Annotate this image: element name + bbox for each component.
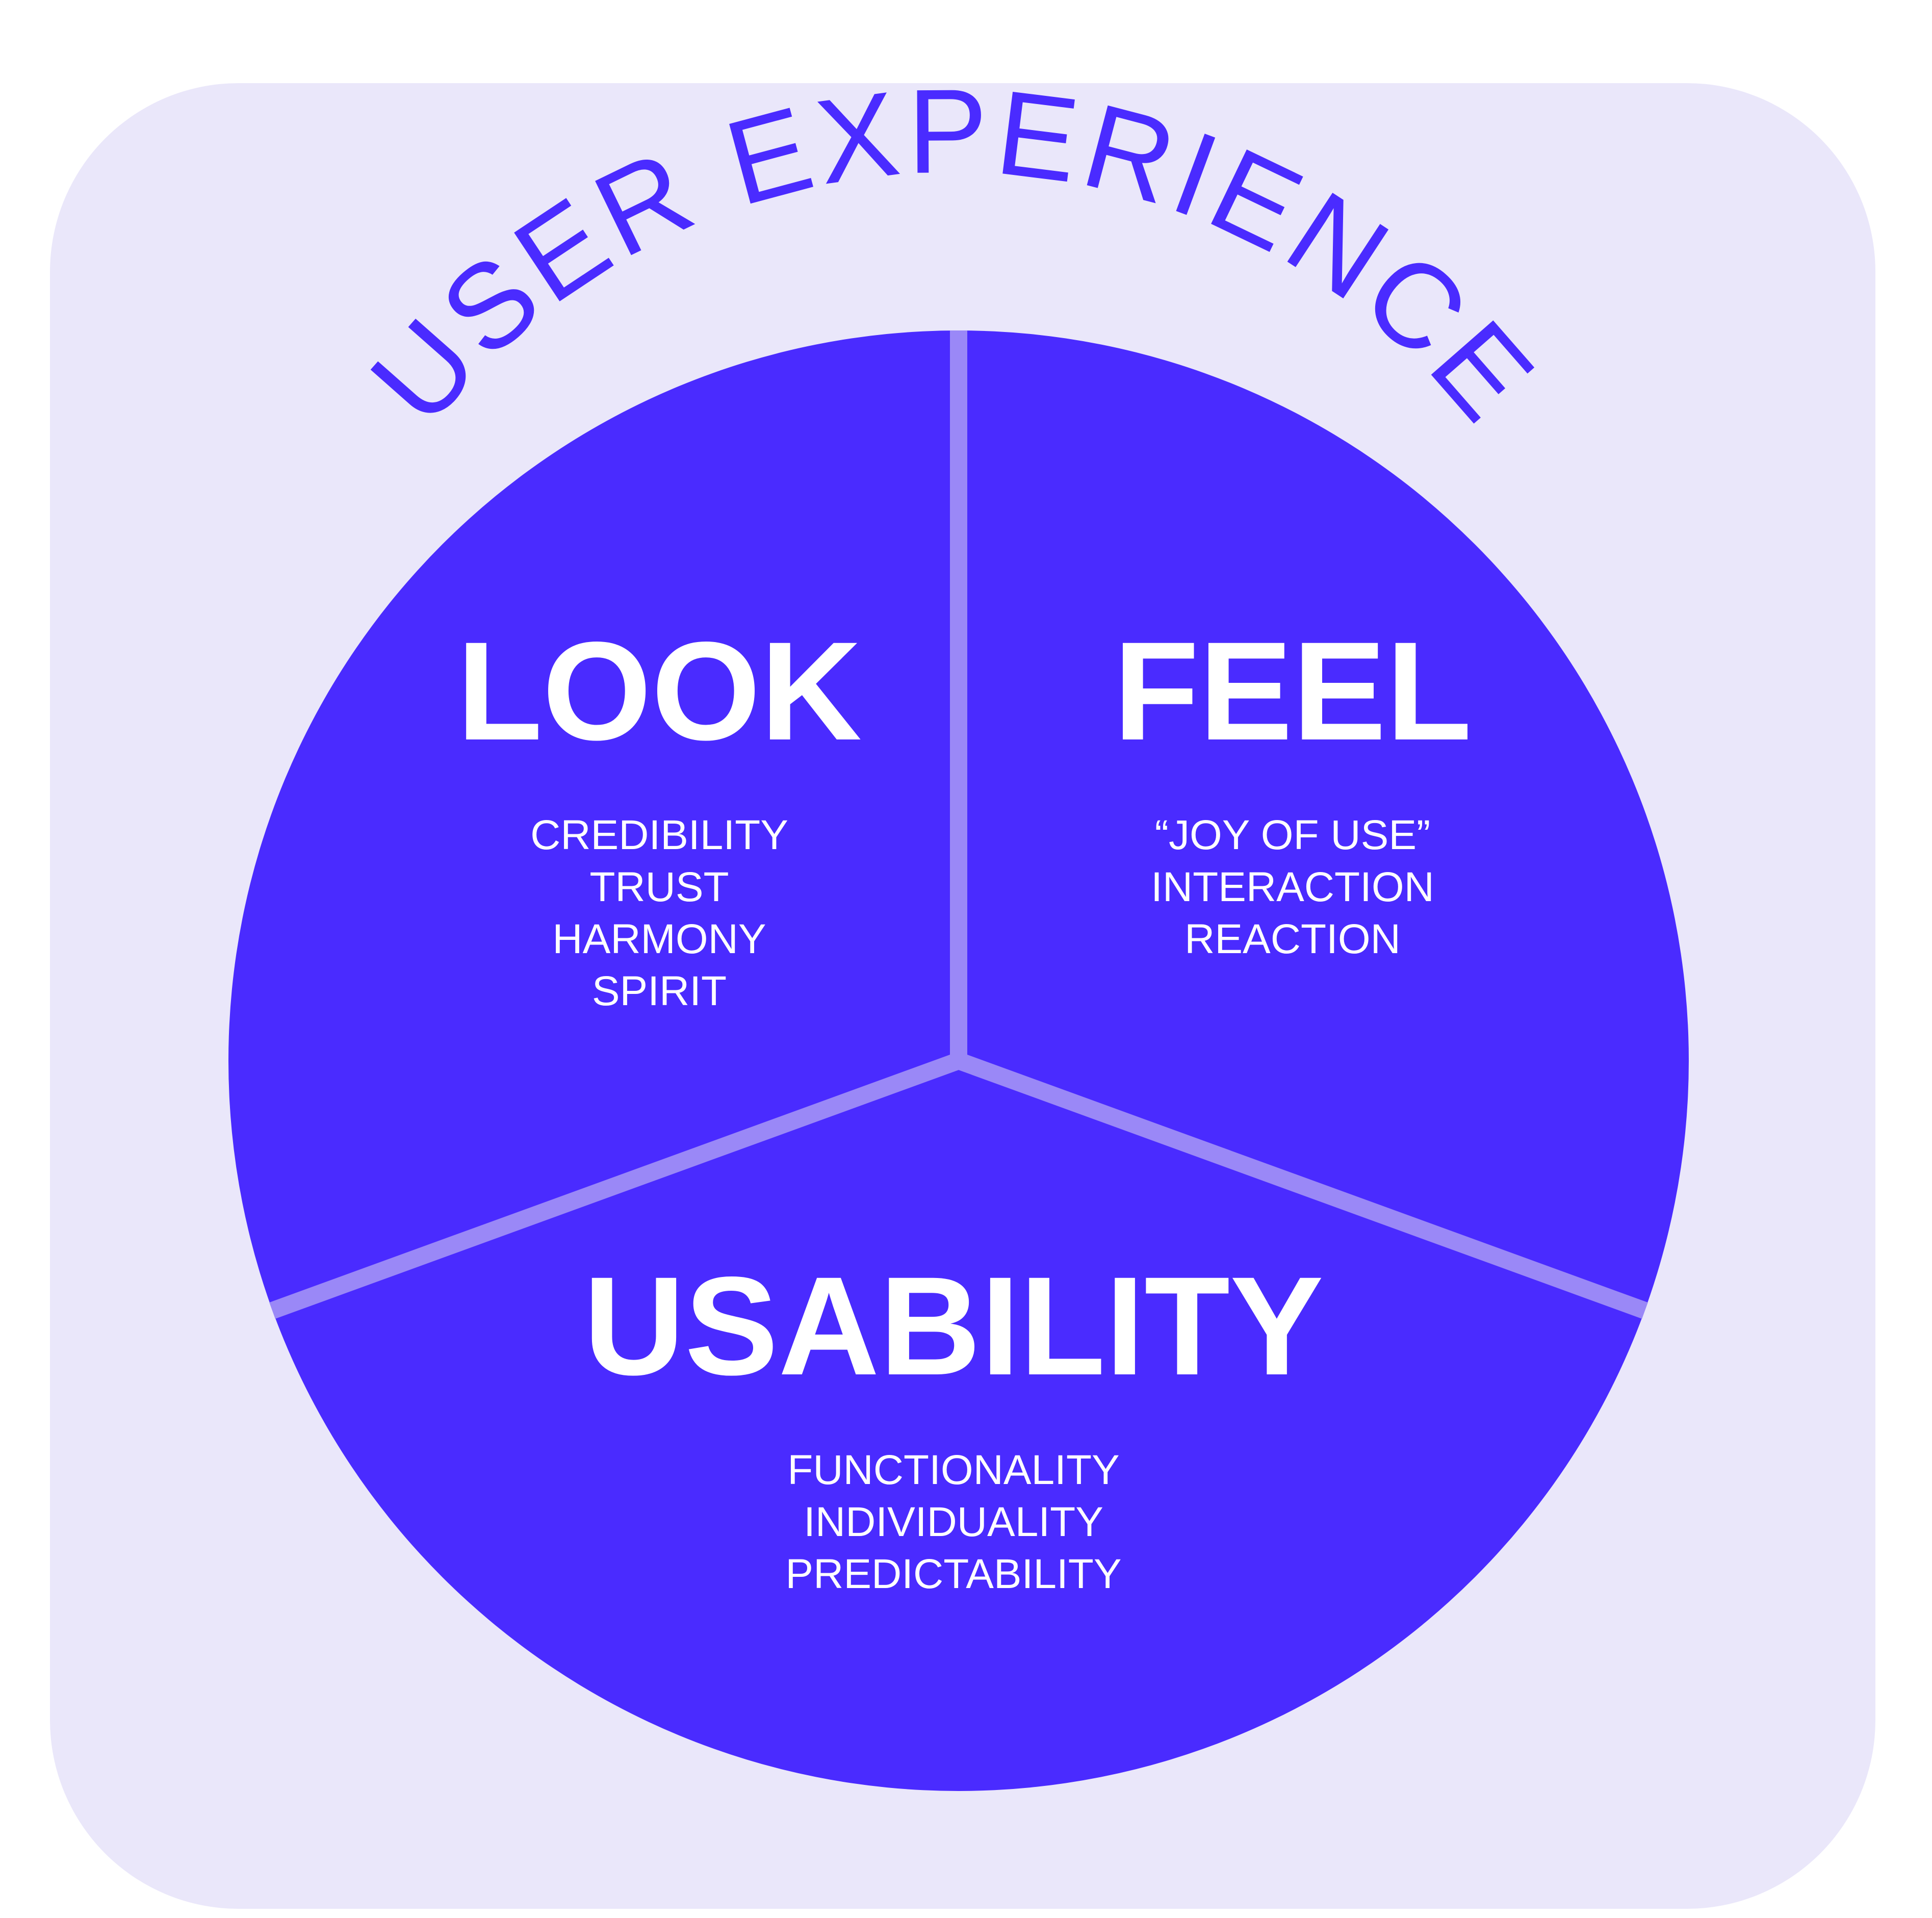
section-feel: FEEL “JOY OF USE” INTERACTION REACTION [1114,613,1472,962]
segment-dividers [269,330,1648,1319]
divider-left [269,1053,962,1319]
section-look-item: TRUST [589,864,729,910]
section-feel-item: INTERACTION [1151,864,1434,910]
divider-right [956,1053,1648,1319]
section-look-item: HARMONY [552,916,766,962]
section-look-item: SPIRIT [592,968,727,1014]
section-look-item: CREDIBILITY [530,812,788,858]
section-feel-heading: FEEL [1114,613,1472,770]
section-usability-item: INDIVIDUALITY [804,1499,1103,1545]
section-usability-item: PREDICTABILITY [785,1551,1121,1597]
section-usability-heading: USABILITY [583,1248,1323,1404]
section-look: LOOK CREDIBILITY TRUST HARMONY SPIRIT [457,613,862,1014]
section-feel-item: “JOY OF USE” [1155,812,1431,858]
section-feel-item: REACTION [1184,916,1401,962]
section-usability-item: FUNCTIONALITY [787,1447,1119,1493]
section-look-heading: LOOK [457,613,862,770]
section-usability: USABILITY FUNCTIONALITY INDIVIDUALITY PR… [583,1248,1323,1597]
